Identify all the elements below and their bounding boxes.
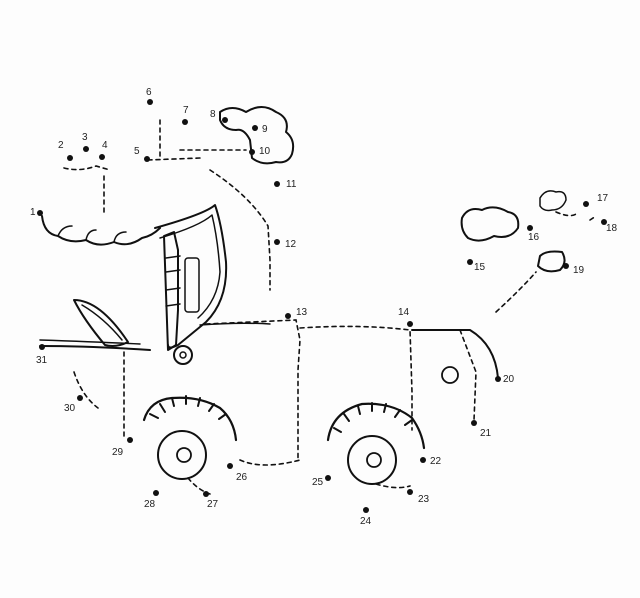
- dot-label-1: 1: [30, 207, 36, 218]
- dot-label-6: 6: [146, 87, 152, 98]
- dot-label-4: 4: [102, 140, 108, 151]
- dot-label-24: 24: [360, 516, 372, 527]
- exhaust-pipe: [537, 250, 566, 273]
- dot-label-23: 23: [418, 494, 430, 505]
- dot-label-8: 8: [210, 109, 216, 120]
- dot-label-25: 25: [312, 477, 324, 488]
- dot-label-5: 5: [134, 146, 140, 157]
- dot-label-18: 18: [606, 223, 618, 234]
- dot-label-2: 2: [58, 140, 64, 151]
- dot-label-3: 3: [82, 132, 88, 143]
- dot-label-7: 7: [183, 105, 189, 116]
- dot-label-12: 12: [285, 239, 297, 250]
- dot-label-13: 13: [296, 307, 308, 318]
- steam-cloud-right: [460, 206, 520, 242]
- dot-label-11: 11: [286, 179, 297, 190]
- rear-wheel: [142, 395, 238, 480]
- dot-label-21: 21: [480, 428, 492, 439]
- dot-label-22: 22: [430, 456, 442, 467]
- dot-label-17: 17: [597, 193, 609, 204]
- dot-label-16: 16: [528, 232, 540, 243]
- dot-label-31: 31: [36, 355, 48, 366]
- dot-label-28: 28: [144, 499, 156, 510]
- dot-label-26: 26: [236, 472, 248, 483]
- steering-wheel: [73, 299, 129, 347]
- front-wheel: [326, 402, 426, 485]
- dot-label-30: 30: [64, 403, 76, 414]
- dot-label-10: 10: [259, 146, 271, 157]
- steam-cloud-top: [219, 106, 295, 165]
- front-fender: [411, 329, 499, 379]
- dot-label-20: 20: [503, 374, 515, 385]
- dot-label-14: 14: [398, 307, 410, 318]
- dot-label-9: 9: [262, 124, 268, 135]
- dot-label-19: 19: [573, 265, 585, 276]
- dot-label-29: 29: [112, 447, 124, 458]
- dots: [37, 99, 607, 513]
- dot-label-27: 27: [207, 499, 219, 510]
- dot-label-15: 15: [474, 262, 486, 273]
- windshield-post: [163, 231, 179, 351]
- rear-seat-cushion: [41, 215, 161, 246]
